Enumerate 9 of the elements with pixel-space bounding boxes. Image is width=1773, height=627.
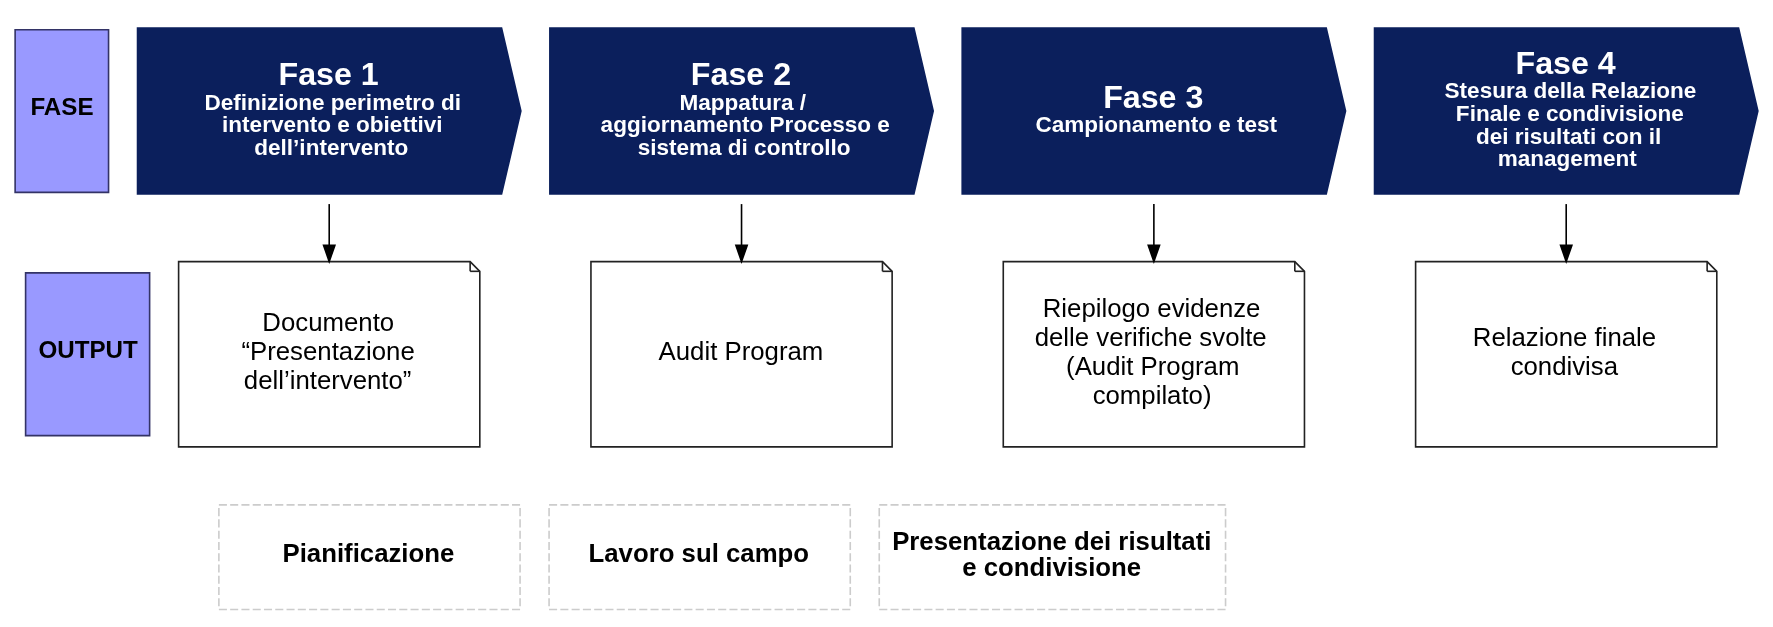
node-box: OUTPUT	[24, 271, 151, 436]
node-box: Presentazione dei risultati e condivisione	[878, 503, 1227, 610]
arrow	[734, 202, 749, 264]
node-box: Pianificazione	[218, 503, 521, 610]
node-box: Lavoro sul campo	[548, 503, 852, 610]
arrow	[1559, 202, 1573, 264]
arrow	[1147, 202, 1161, 264]
node-box: FASE	[14, 28, 110, 193]
arrow	[322, 202, 336, 264]
